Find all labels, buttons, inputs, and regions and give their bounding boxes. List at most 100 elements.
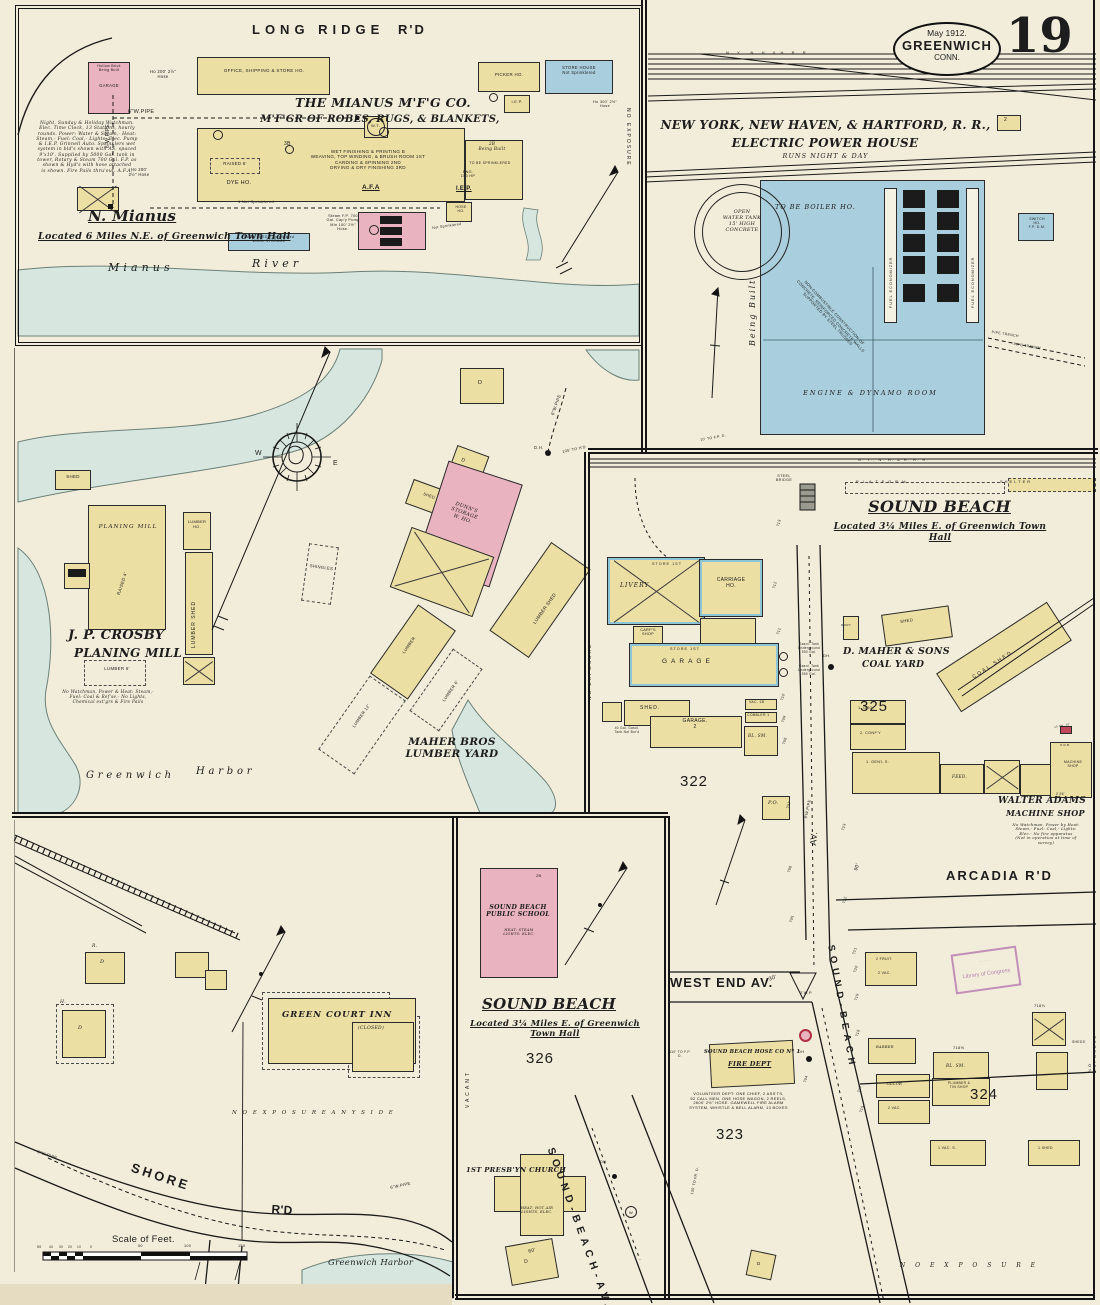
gas-tank-note-1: Gasol. Tank Underground 550 Gal. xyxy=(798,642,820,654)
pipe-label-3: 6"W.PIPE xyxy=(550,393,563,416)
post-office xyxy=(762,796,790,820)
lumber-diag-3: LUMBER 12' xyxy=(351,703,371,729)
lumber-house xyxy=(183,512,211,550)
water-pipe-p1 xyxy=(112,95,440,209)
num-712: 712 xyxy=(772,580,778,590)
title-sound-beach-p4: SOUND BEACH xyxy=(868,497,1011,516)
dim-30: 30' xyxy=(768,974,778,983)
shed-diag-label: SHED xyxy=(422,491,436,500)
office-building-label: OFFICE, SHIPPING & STORE HO. xyxy=(223,68,305,73)
tank-ring-inner xyxy=(702,192,782,272)
block-322: 322 xyxy=(680,773,709,790)
not-sprinklered-1: 1 Not Sprinklered xyxy=(237,199,274,204)
being-built-vert: Being Built xyxy=(748,278,757,346)
vac322-label: VAC. 1B xyxy=(749,700,765,704)
water-pipe-p4 xyxy=(808,555,885,1303)
vac2-324 xyxy=(878,1100,930,1124)
map-date: May 1912. xyxy=(927,28,967,38)
school-label: SOUND BEACH PUBLIC SCHOOL xyxy=(486,904,550,919)
carps-shop-label: CARP'S SHOP xyxy=(640,628,656,637)
blsm322-label: BL. SM. xyxy=(748,733,768,738)
being-built-label: 2B Being Built xyxy=(478,141,506,151)
x-shed-p3 xyxy=(183,657,215,685)
no-exposure-p3: NO EXPOSURE xyxy=(588,642,593,700)
railroad-p4 xyxy=(590,458,1096,697)
title-power-house: ELECTRIC POWER HOUSE xyxy=(731,136,919,150)
duck-shed-label: DUCK SHED 2 Sprinklered WOOL STORAGE xyxy=(243,235,295,244)
platform-dash xyxy=(845,482,1005,494)
lumber6-box xyxy=(84,660,146,686)
hose-house-label: HOSE HO. xyxy=(455,205,467,214)
gas-tank-ring xyxy=(779,652,788,661)
dairy-label: DAIRY. xyxy=(841,623,852,627)
arrow-dot xyxy=(259,972,263,976)
scale-0: 0 xyxy=(90,1245,93,1249)
pipe-trench-1: PIPE TRENCH xyxy=(991,330,1020,339)
ph-boiler-7 xyxy=(937,212,959,230)
sound-beach-av-road xyxy=(574,1094,715,1304)
boiler-b xyxy=(380,227,402,235)
num-717: 717 xyxy=(857,1084,863,1094)
num-707: 707 xyxy=(786,800,792,810)
d-bldg-4: D xyxy=(100,959,105,965)
shed-p3: SHED xyxy=(66,474,80,479)
tailor-label: TAILOR xyxy=(886,1082,903,1086)
num-713: 713 xyxy=(776,518,782,528)
vac-label-2: 2 VAC. xyxy=(888,1106,901,1110)
to-frd: 135' TO FR. D. xyxy=(690,1166,700,1195)
dim-60: 60' xyxy=(527,1247,537,1255)
gro-label: 1. GRO. xyxy=(858,706,875,710)
ph-boiler-9 xyxy=(937,256,959,274)
mill-floors-label: WET FINISHING & PRINTING B WEAVING, TOP … xyxy=(310,149,426,171)
picker-house xyxy=(478,62,540,92)
planing-mill-label: PLANING MILL xyxy=(98,524,158,530)
plumber-label: PLUMBER & TIN SHOP xyxy=(947,1081,971,1090)
hydrant-dot xyxy=(612,1174,617,1179)
dim-90: 90' xyxy=(853,862,862,872)
blsm324-label: BL. SM. xyxy=(946,1063,966,1068)
grocery-325 xyxy=(850,700,906,724)
stamp-line1: · · · · · xyxy=(978,957,992,964)
pair-a-p5 xyxy=(175,952,209,978)
dh-label-2: DH. xyxy=(823,653,831,658)
steel-bridge xyxy=(799,483,816,511)
hydrant-dot xyxy=(828,664,834,670)
pump-note: Steam F.P. 700 Gal. Cap'y Pump Min 100' … xyxy=(326,214,360,232)
shore-road xyxy=(14,1021,453,1304)
d-h-dash xyxy=(56,1004,114,1064)
north-arrows xyxy=(211,164,746,1033)
wp-label: 2'W.P. xyxy=(800,990,813,995)
gas-tank-ring xyxy=(779,668,788,677)
scale-30: 30 xyxy=(59,1245,64,1249)
svg-text:W: W xyxy=(255,450,262,457)
fruit-324 xyxy=(865,952,917,986)
subtitle-n-mianus: Located 6 Miles N.E. of Greenwich Town H… xyxy=(38,231,291,242)
no-exposure-inn: N O E X P O S U R E A N Y S I D E xyxy=(232,1110,395,1116)
garage-2 xyxy=(650,716,742,748)
d-bldg-2: D xyxy=(460,457,467,465)
map-title-oval: May 1912. Greenwich Conn. xyxy=(893,22,1001,76)
num-718: 718 xyxy=(855,1028,861,1038)
fire-dept-label-1: SOUND BEACH HOSE CO Nº 1 xyxy=(704,1049,801,1055)
ph-boiler-3 xyxy=(903,234,925,252)
circle-w-label: W xyxy=(629,1210,634,1215)
iep-label-2: I.E.P. xyxy=(511,99,523,104)
fruit-label-1: 2 FRUIT. xyxy=(876,957,893,961)
school-note: HEAT: STEAM LIGHTS: ELEC. xyxy=(503,928,535,937)
x-718 xyxy=(1032,1012,1066,1046)
shelter-bldg xyxy=(1008,478,1096,492)
store-house-label: STORE HOUSE Not Sprinklered xyxy=(562,65,596,75)
gas-tank-note-2: Gasol. Tank Underground 550 Gal. xyxy=(798,664,820,676)
num-720: 720 xyxy=(853,964,859,974)
vac-322 xyxy=(745,699,777,710)
hose-label-3: Ho 300' 2½" Hose xyxy=(593,100,617,109)
hydrant-square xyxy=(355,116,359,120)
volunteer-note: VOLUNTEER DEPT: ONE CHIEF, 2 ASS'TS, 52 … xyxy=(689,1091,788,1111)
shingles-label: SHINGLES xyxy=(309,563,334,572)
coal-shed-label: COAL SHED xyxy=(971,649,1014,681)
title-rr: NEW YORK, NEW HAVEN, & HARTFORD, R. R., xyxy=(660,118,991,132)
lumber-shed-vert: LUMBER SHED xyxy=(191,600,197,648)
num-719: 719 xyxy=(854,992,860,1002)
